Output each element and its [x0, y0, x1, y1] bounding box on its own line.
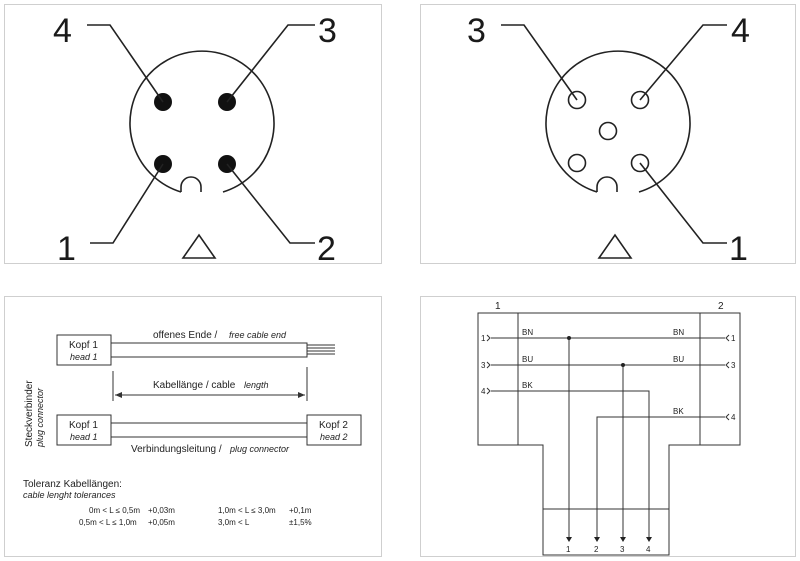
male-connector-pinout: 4 3 1 2 — [4, 4, 382, 265]
head1-label-de: Kopf 1 — [69, 420, 98, 431]
tolerance-value: +0,05m — [148, 518, 175, 527]
connector2-label: 2 — [718, 301, 724, 312]
orientation-triangle — [597, 233, 633, 259]
pin-contact-icon — [486, 361, 491, 369]
pin-label-3: 3 — [318, 12, 337, 50]
pin-label-4: 4 — [731, 12, 750, 50]
leader-line-2 — [226, 163, 315, 244]
female-connector-drawing: 3 4 1 — [467, 12, 750, 265]
leader-line-3 — [226, 24, 315, 103]
pin-label-1: 1 — [729, 230, 748, 265]
connector-housing — [129, 50, 275, 193]
pin-4-socket — [630, 90, 650, 110]
head1-label-en: head 1 — [70, 432, 98, 442]
left-pin-1: 1 — [481, 334, 486, 343]
head2-label-en: head 2 — [320, 432, 348, 442]
tolerance-title-en: cable lenght tolerances — [23, 490, 116, 500]
pin-5-socket — [598, 121, 618, 141]
wire-color-bk-right: BK — [673, 407, 684, 416]
bottom-pin-1: 1 — [566, 545, 571, 554]
arrow-down-icon — [646, 537, 652, 542]
connector2-box — [699, 312, 741, 446]
left-pin-3: 3 — [481, 361, 486, 370]
side-label-de: Steckverbinder — [24, 380, 35, 447]
wire-bk-right — [596, 416, 725, 537]
bottom-pin-2: 2 — [594, 545, 599, 554]
cable-drawing: Steckverbinder plug connector Kopf 1 hea… — [23, 330, 362, 527]
pin-label-3: 3 — [467, 12, 486, 50]
junction-dot — [621, 363, 625, 367]
cable-body-upper — [110, 342, 308, 358]
pin-contact-icon — [725, 334, 730, 342]
cable-body-lower — [110, 422, 308, 438]
connection-label-en: plug connector — [229, 444, 290, 454]
wire-color-bu-right: BU — [673, 355, 684, 364]
connector1-box — [477, 312, 519, 446]
cable-dimension-drawing: Steckverbinder plug connector Kopf 1 hea… — [4, 296, 382, 557]
side-label-en: plug connector — [35, 387, 45, 448]
head2-box — [306, 414, 362, 446]
dimension-arrow-left — [115, 392, 122, 398]
coding-key — [596, 176, 618, 192]
wiring-diagram: 1 2 1 3 4 1 3 4 BN BU BK BN BU BK — [420, 296, 796, 557]
bottom-pin-3: 3 — [620, 545, 625, 554]
free-end-label-de: offenes Ende / — [153, 330, 218, 341]
splitter-outline — [518, 312, 700, 556]
tolerance-range: 3,0m < L — [218, 518, 250, 527]
tolerance-value: +0,1m — [289, 506, 312, 515]
arrow-down-icon — [594, 537, 600, 542]
leader-line-1 — [639, 162, 727, 244]
pin-label-2: 2 — [317, 230, 336, 265]
tolerance-range: 0m < L ≤ 0,5m — [89, 506, 140, 515]
connection-label-de: Verbindungsleitung / — [131, 444, 222, 455]
head2-label-de: Kopf 2 — [319, 420, 348, 431]
coding-key — [180, 176, 202, 192]
orientation-triangle — [181, 233, 217, 259]
tolerance-value: +0,03m — [148, 506, 175, 515]
wire-bk-left — [491, 390, 650, 537]
pin-contact-icon — [486, 334, 491, 342]
pin-3-socket — [567, 90, 587, 110]
pin-contact-icon — [725, 361, 730, 369]
pin-contact-icon — [486, 387, 491, 395]
connector1-label: 1 — [495, 301, 501, 312]
wire-color-bk-left: BK — [522, 381, 533, 390]
arrow-down-icon — [566, 537, 572, 542]
head1-label-en: head 1 — [70, 352, 98, 362]
tolerance-value: ±1,5% — [289, 518, 312, 527]
free-end-label-en: free cable end — [229, 330, 287, 340]
leader-line-3 — [501, 24, 578, 101]
wire-color-bn-right: BN — [673, 328, 684, 337]
female-connector-pinout: 3 4 1 — [420, 4, 796, 265]
leader-line-4 — [87, 24, 164, 103]
length-label-en: length — [244, 380, 269, 390]
head1-label-de: Kopf 1 — [69, 340, 98, 351]
bottom-pin-4: 4 — [646, 545, 651, 554]
pin-contact-icon — [725, 413, 730, 421]
junction-dot — [567, 336, 571, 340]
tolerance-range: 0,5m < L ≤ 1,0m — [79, 518, 137, 527]
leader-line-4 — [639, 24, 727, 101]
dimension-arrow-right — [298, 392, 305, 398]
pin-label-1: 1 — [57, 230, 76, 265]
arrow-down-icon — [620, 537, 626, 542]
length-label-de: Kabellänge / cable — [153, 380, 236, 391]
right-pin-3: 3 — [731, 361, 736, 370]
pin-2-socket — [567, 153, 587, 173]
wire-color-bn-left: BN — [522, 328, 533, 337]
tolerance-range: 1,0m < L ≤ 3,0m — [218, 506, 276, 515]
wiring-drawing: 1 2 1 3 4 1 3 4 BN BU BK BN BU BK — [477, 301, 741, 556]
right-pin-4: 4 — [731, 413, 736, 422]
right-pin-1: 1 — [731, 334, 736, 343]
pin-label-4: 4 — [53, 12, 72, 50]
connector-housing — [545, 50, 691, 193]
tolerance-title-de: Toleranz Kabellängen: — [23, 479, 122, 490]
male-connector-drawing: 4 3 1 2 — [53, 12, 337, 265]
leader-line-1 — [90, 163, 164, 244]
pin-1-socket — [630, 153, 650, 173]
wire-color-bu-left: BU — [522, 355, 533, 364]
left-pin-4: 4 — [481, 387, 486, 396]
